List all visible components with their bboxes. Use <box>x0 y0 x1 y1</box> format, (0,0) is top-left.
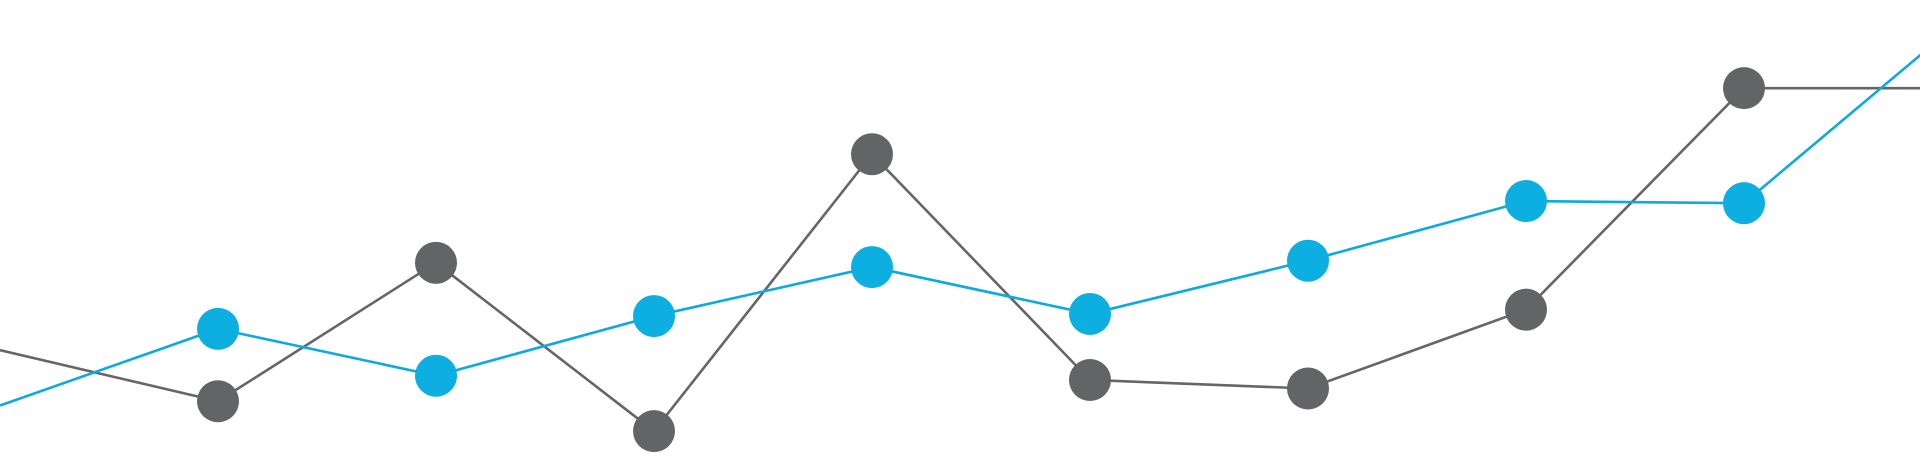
series-markers <box>197 67 1765 453</box>
series-1-point-2 <box>415 354 457 397</box>
series-1-point-4 <box>851 246 893 289</box>
series-0-point-1 <box>197 380 239 423</box>
series-0-point-8 <box>1723 67 1765 110</box>
series-1-point-3 <box>633 295 675 338</box>
series-lines <box>0 53 1920 433</box>
series-1-point-1 <box>197 307 239 350</box>
series-0-point-5 <box>1069 358 1111 401</box>
series-0-point-4 <box>851 133 893 176</box>
series-1-line <box>0 53 1920 407</box>
series-0-point-7 <box>1505 288 1547 331</box>
series-0-point-3 <box>633 410 675 453</box>
series-1-point-5 <box>1069 292 1111 335</box>
series-1-point-6 <box>1287 239 1329 282</box>
series-0-line <box>0 86 1920 433</box>
series-1-point-7 <box>1505 180 1547 223</box>
series-0-point-2 <box>415 241 457 284</box>
series-1-point-8 <box>1723 182 1765 225</box>
series-0-point-6 <box>1287 367 1329 410</box>
